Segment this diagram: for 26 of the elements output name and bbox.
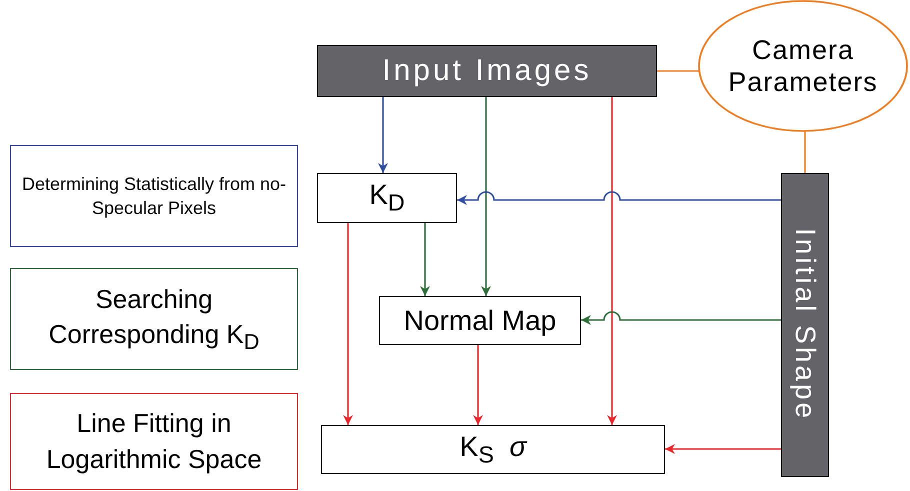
parameter-ellipse — [698, 0, 908, 132]
process-box — [379, 296, 581, 345]
node-label: Initial Shape — [788, 228, 822, 422]
arrow — [607, 97, 617, 425]
arrow — [343, 223, 353, 425]
node-label: Normal Map — [404, 304, 556, 338]
arrow — [420, 223, 430, 296]
process-box — [317, 173, 457, 223]
arrow — [581, 311, 781, 325]
connector-line — [804, 131, 806, 173]
shape-bar — [781, 173, 829, 477]
arrow — [473, 345, 483, 425]
node-label: Input Images — [382, 53, 592, 89]
node-label: K$_{S}$ σ — [460, 430, 526, 470]
legend-text: Searching Corresponding K$_{D}$ — [48, 282, 260, 356]
arrow — [378, 97, 388, 173]
arrow — [457, 191, 781, 205]
arrow — [481, 97, 491, 296]
node-label: K$_{D}$ — [369, 178, 405, 218]
node-label: Camera Parameters — [727, 34, 879, 98]
legend-text: Line Fitting in Logarithmic Space — [45, 407, 263, 476]
connector-line — [657, 70, 700, 72]
input-box — [317, 45, 657, 97]
legend-text: Determining Statistically from no-Specular Pixels — [20, 172, 288, 220]
result-box — [321, 425, 665, 474]
arrow — [665, 444, 781, 454]
